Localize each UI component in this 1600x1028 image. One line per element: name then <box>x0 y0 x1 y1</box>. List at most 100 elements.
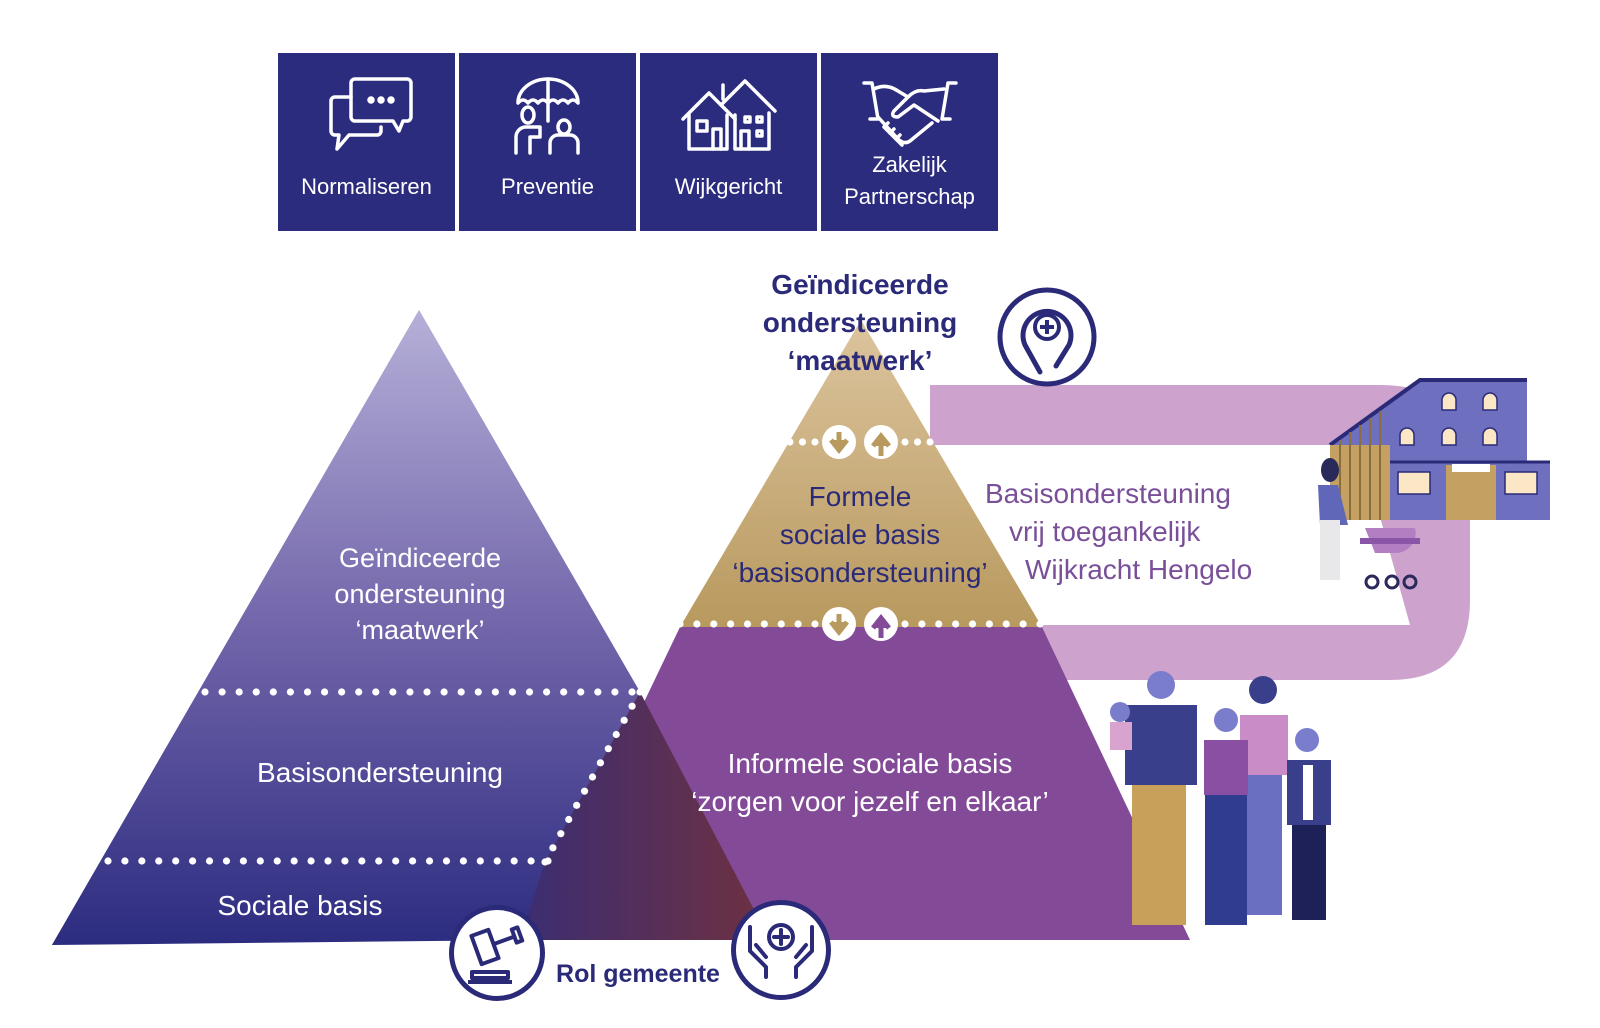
left-top-label: Geïndiceerde ondersteuning ‘maatwerk’ <box>300 540 540 648</box>
separator-dot <box>409 857 417 865</box>
left-middle-label: Basisondersteuning <box>257 757 503 788</box>
principle-label: Normaliseren <box>301 174 432 199</box>
principle-wijkgericht: Wijkgericht <box>640 53 817 231</box>
separator-dot <box>235 688 243 696</box>
separator-dot <box>273 857 281 865</box>
separator-dot <box>476 857 484 865</box>
principle-label: Wijkgericht <box>674 174 783 199</box>
separator-dot <box>189 857 197 865</box>
separator-dot <box>710 620 718 628</box>
separator-dot <box>269 688 277 696</box>
handshake-icon <box>861 81 958 147</box>
principle-label: Zakelijk Partnerschap <box>821 149 998 213</box>
separator-dot <box>628 702 636 710</box>
separator-dot <box>577 688 585 696</box>
arrow-badges-top <box>822 425 898 459</box>
separator-dot <box>205 857 214 865</box>
gavel-badge <box>449 905 545 1001</box>
separator-dot <box>604 745 612 753</box>
separator-dot <box>457 688 465 696</box>
care-hands-badge <box>731 900 831 1000</box>
principles-row: Normaliseren Preventie Wijkgericht <box>278 53 998 231</box>
separator-dot <box>307 857 315 865</box>
separator-dot <box>172 857 180 865</box>
left-top-line3: ‘maatwerk’ <box>355 615 485 645</box>
separator-dot <box>372 688 380 696</box>
separator-dot <box>952 620 960 628</box>
separator-dot <box>811 438 819 446</box>
principle-label-line2: Partnerschap <box>844 184 975 209</box>
separator-dot <box>286 688 294 696</box>
separator-dot <box>527 857 535 865</box>
principle-zakelijk-partnerschap: Zakelijk Partnerschap <box>821 53 998 231</box>
care-hands-plus-icon <box>748 923 814 979</box>
separator-dot <box>541 858 549 866</box>
separator-dot <box>901 438 909 446</box>
community-house-illustration <box>1318 378 1550 590</box>
separator-dot <box>290 857 298 865</box>
separator-dot <box>596 759 605 767</box>
left-pyramid-full <box>52 310 640 945</box>
separator-dot <box>565 815 573 824</box>
separator-dot <box>508 688 517 696</box>
separator-dot <box>918 620 926 628</box>
separator-dot <box>392 857 400 865</box>
chat-bubbles-icon <box>328 77 413 151</box>
separator-dot <box>256 857 264 865</box>
separator-dot <box>222 857 231 865</box>
right-middle-line3: ‘basisondersteuning’ <box>732 557 988 588</box>
principle-label: Preventie <box>501 174 594 199</box>
principle-preventie: Preventie <box>459 53 636 231</box>
separator-dot <box>760 620 768 628</box>
separator-dot <box>743 620 752 628</box>
separator-dot <box>459 857 467 865</box>
separator-dot <box>155 857 163 865</box>
separator-dot <box>320 688 329 696</box>
gavel-icon <box>468 925 525 984</box>
separator-dot <box>324 857 332 865</box>
formal-layer <box>680 320 1042 627</box>
separator-dot <box>1002 620 1010 628</box>
separator-dot <box>1019 620 1027 628</box>
right-top-label: Geïndiceerde ondersteuning ‘maatwerk’ <box>720 266 1000 380</box>
rol-gemeente-label: Rol gemeente <box>556 960 720 988</box>
separator-dot <box>543 688 551 696</box>
dotted-separators <box>104 438 1044 866</box>
overlap-region <box>520 692 770 940</box>
umbrella-people-icon <box>513 77 580 155</box>
separator-dot <box>355 688 363 696</box>
separator-dot <box>358 857 366 865</box>
separator-dot <box>303 688 312 696</box>
separator-dot <box>474 688 482 696</box>
separator-dot <box>389 688 397 696</box>
separator-dot <box>636 688 644 696</box>
right-middle-line1: Formele <box>808 481 912 512</box>
separator-dot <box>252 688 260 696</box>
right-top-line2: ondersteuning <box>762 307 958 338</box>
separator-dot <box>440 688 448 696</box>
separator-dot <box>727 620 735 628</box>
separator-dot <box>693 620 701 628</box>
loop-label: Basisondersteuning vrij toegankelijk Wij… <box>985 475 1285 589</box>
left-top-line1: Geïndiceerde <box>338 543 502 573</box>
right-bottom-line2: ‘zorgen voor jezelf en elkaar’ <box>691 786 1049 817</box>
separator-dot <box>611 688 619 696</box>
location-plus-icon <box>997 287 1097 387</box>
arrow-badges-bottom <box>822 607 898 641</box>
separator-dot <box>425 857 434 865</box>
separator-dot <box>138 857 146 865</box>
right-bottom-line1: Informele sociale basis <box>727 748 1013 779</box>
separator-dot <box>968 620 977 628</box>
separator-dot <box>620 716 628 724</box>
separator-dot <box>612 730 620 739</box>
right-top-line3: ‘maatwerk’ <box>787 345 933 376</box>
separator-dot <box>442 857 451 865</box>
separator-dot <box>628 688 636 696</box>
separator-dot <box>406 688 414 696</box>
separator-dot <box>926 438 934 446</box>
separator-dot <box>201 688 209 696</box>
separator-dot <box>777 620 785 628</box>
separator-dot <box>493 857 501 865</box>
houses-icon <box>680 79 777 151</box>
